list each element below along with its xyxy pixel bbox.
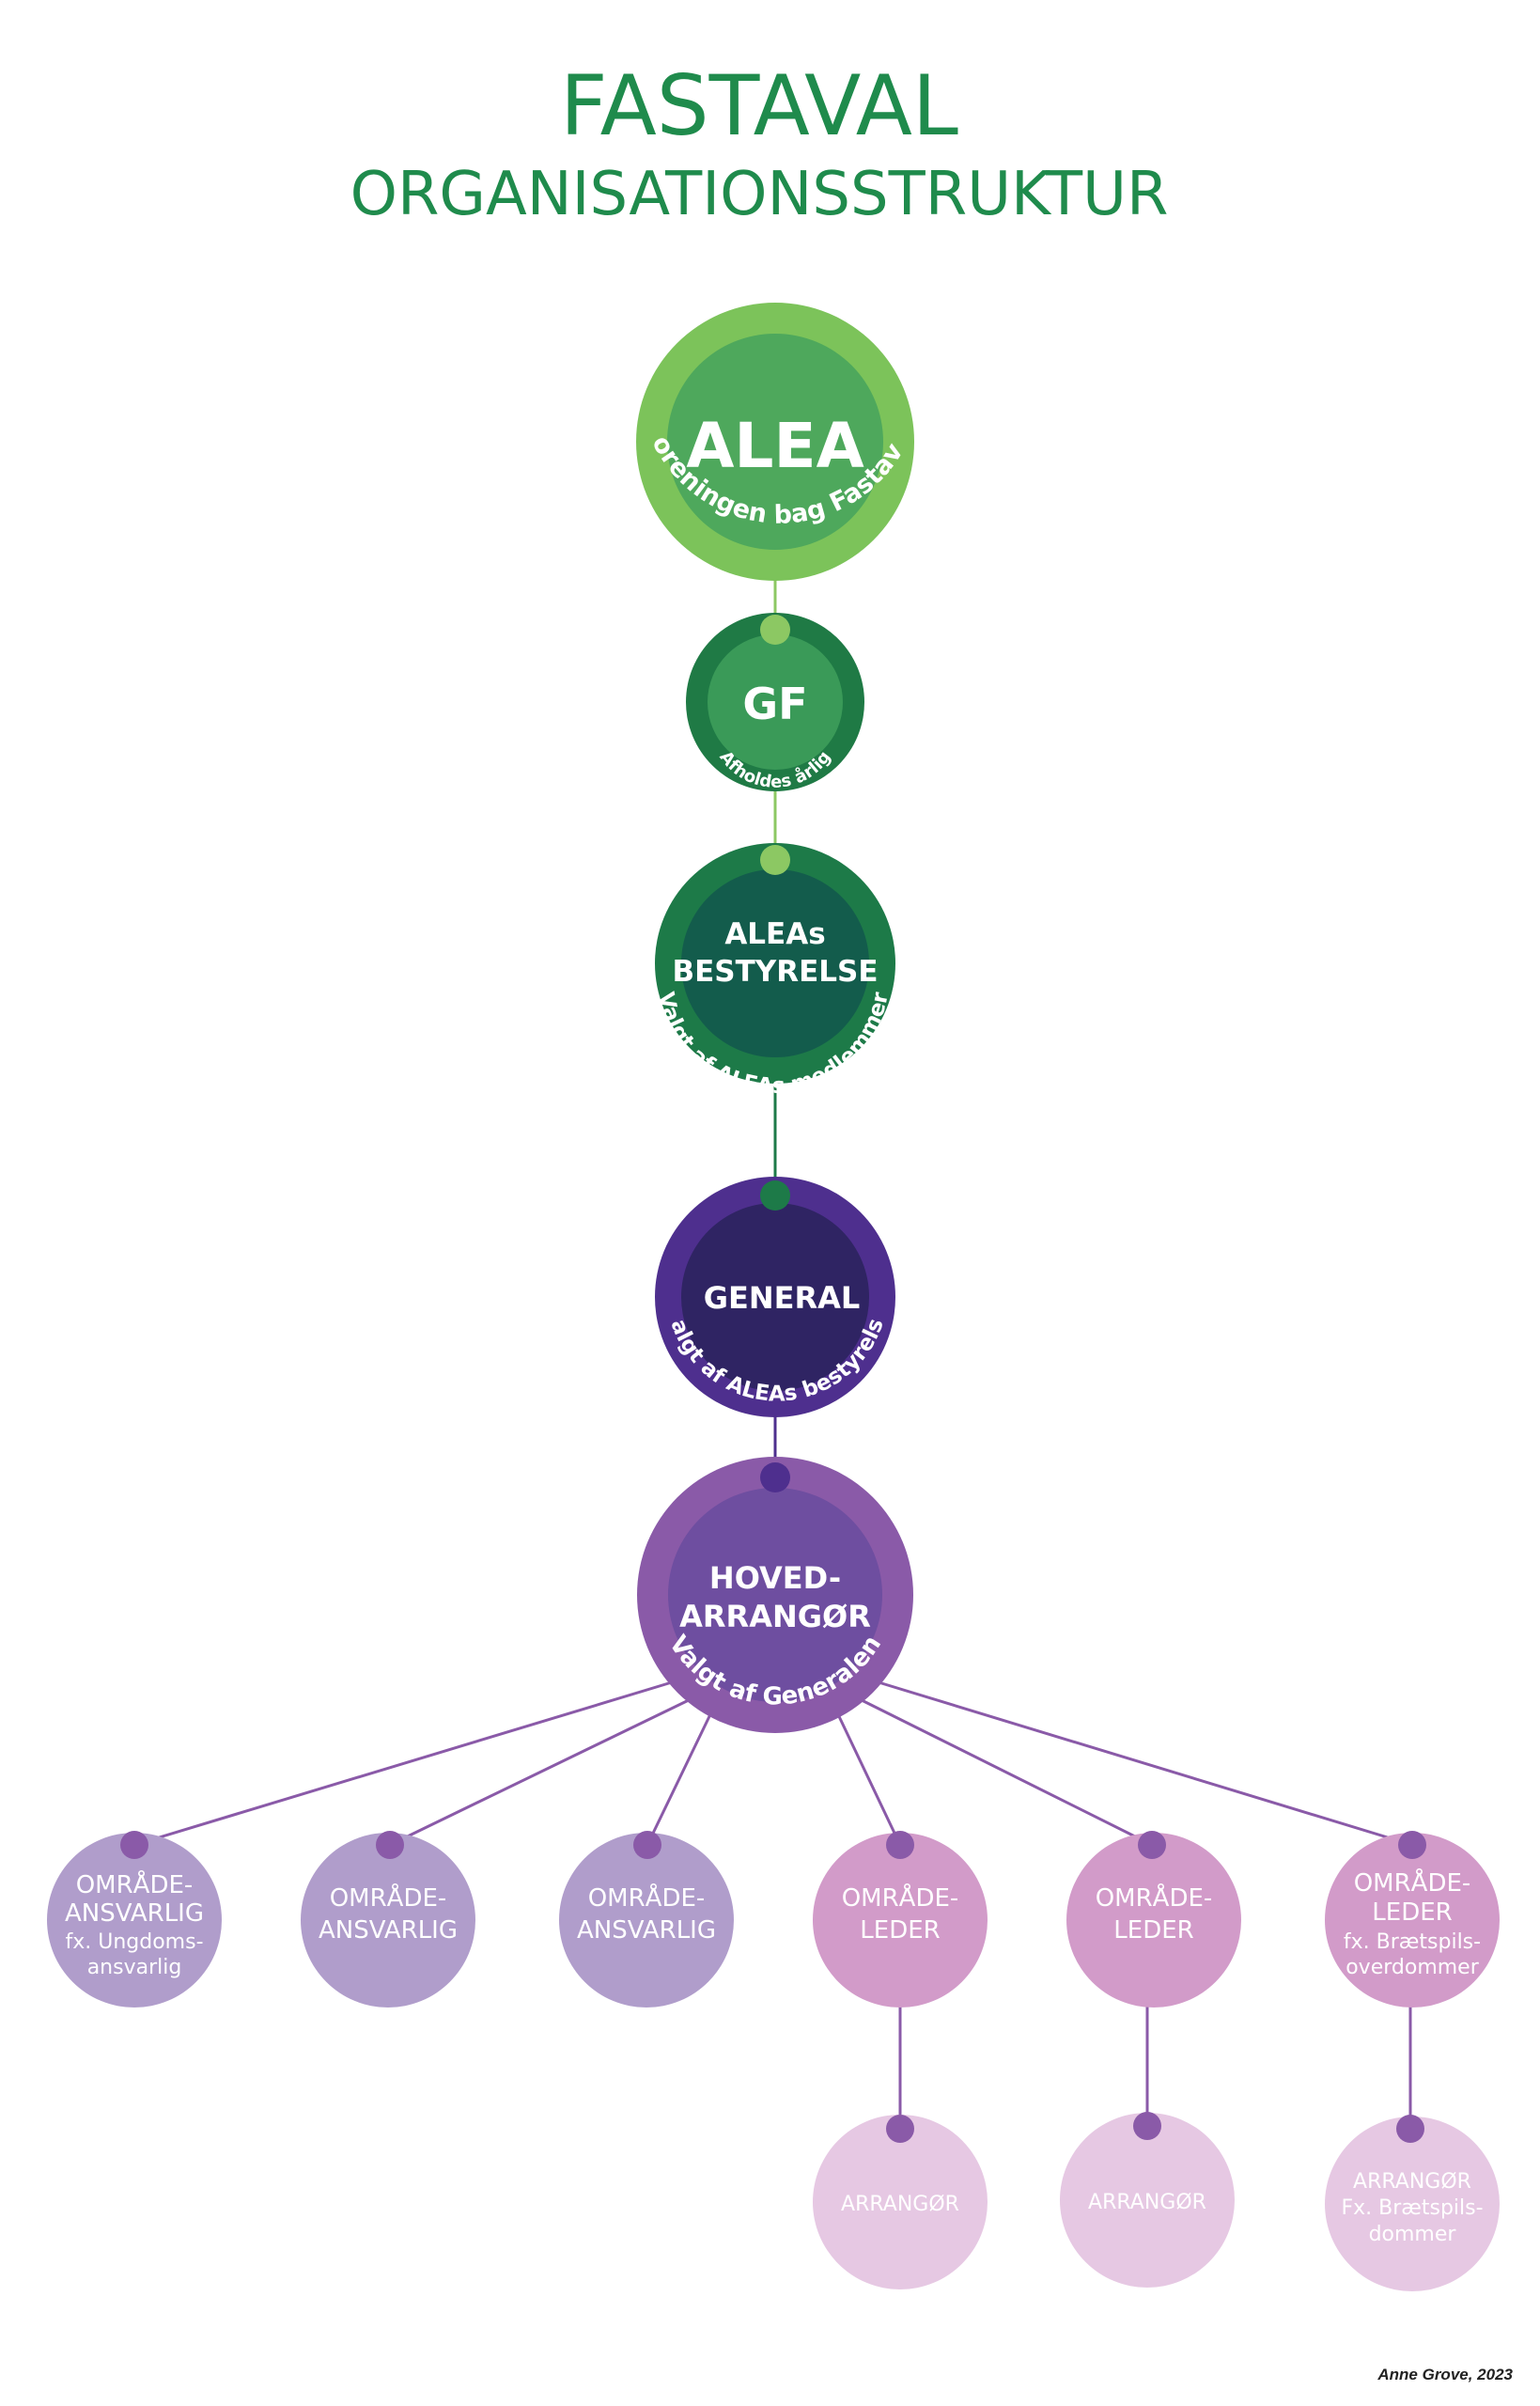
node-bestyrelse: ALEAs BESTYRELSE Valgt af ALEAs medlemme… <box>653 843 895 1099</box>
branch-title-line1: OMRÅDE- <box>588 1883 706 1913</box>
hoved-label-line2: ARRANGØR <box>679 1599 871 1634</box>
connector-dot <box>633 1831 661 1859</box>
branch-5: OMRÅDE- LEDER <box>1066 1831 1241 2008</box>
branch-3: OMRÅDE- ANSVARLIG <box>559 1831 734 2008</box>
branch-note-line2: overdommer <box>1346 1956 1479 1979</box>
leaf-circle <box>1060 2113 1235 2288</box>
branch-connector <box>878 1680 1413 1847</box>
leaf-1: ARRANGØR <box>813 2115 988 2289</box>
bestyrelse-label-line2: BESTYRELSE <box>672 955 878 989</box>
connector-dot <box>120 1831 148 1859</box>
branch-connector <box>834 1710 902 1846</box>
branch-note-line1: fx. Ungdoms- <box>65 1930 203 1954</box>
credit-text: Anne Grove, 2023 <box>1377 2366 1513 2383</box>
bestyrelse-inner-circle <box>681 869 869 1057</box>
chart-subtitle: ORGANISATIONSSTRUKTUR <box>350 160 1169 229</box>
leaf-title: ARRANGØR <box>1088 2191 1206 2214</box>
bestyrelse-label-line1: ALEAs <box>724 917 825 951</box>
connector-dot <box>760 1462 790 1492</box>
leaf-2: ARRANGØR <box>1060 2112 1235 2288</box>
branch-circle <box>1325 1833 1500 2008</box>
leaf-circle <box>813 2115 988 2289</box>
branch-4: OMRÅDE- LEDER <box>813 1831 988 2008</box>
branch-connector <box>389 1697 692 1847</box>
branch-circle <box>301 1833 475 2008</box>
connector-dot <box>886 2115 914 2143</box>
branch-note-line1: fx. Brætspils- <box>1344 1930 1481 1954</box>
branch-title-line1: OMRÅDE- <box>76 1869 194 1899</box>
branch-connector <box>133 1680 673 1847</box>
leaf-title: ARRANGØR <box>841 2193 959 2216</box>
branch-title-line1: OMRÅDE- <box>1096 1883 1213 1913</box>
gf-label: GF <box>742 679 807 729</box>
branch-circle <box>1066 1833 1241 2008</box>
connector-dot <box>1138 1831 1166 1859</box>
branch-connector <box>859 1697 1153 1847</box>
leaf-circle <box>1325 2117 1500 2291</box>
branch-title-line2: LEDER <box>860 1916 940 1945</box>
connector-dot <box>376 1831 404 1859</box>
leaf-connectors <box>898 2007 1412 2129</box>
leaf-title: ARRANGØR <box>1353 2170 1471 2194</box>
hoved-inner-circle <box>668 1488 882 1702</box>
branch-connector <box>646 1710 714 1846</box>
connector-dot <box>1133 2112 1161 2140</box>
branch-title-line1: OMRÅDE- <box>330 1883 447 1913</box>
branch-circle <box>47 1833 222 2008</box>
connector-dot <box>760 845 790 875</box>
connector-dot <box>886 1831 914 1859</box>
leaf-3: ARRANGØR Fx. Brætspils- dommer <box>1325 2115 1500 2291</box>
branch-6: OMRÅDE- LEDER fx. Brætspils- overdommer <box>1325 1831 1500 2008</box>
branch-title-line2: ANSVARLIG <box>577 1916 716 1945</box>
branch-title-line2: LEDER <box>1113 1916 1193 1945</box>
alea-label: ALEA <box>686 410 863 482</box>
branch-title-line1: OMRÅDE- <box>1354 1867 1471 1898</box>
branch-1: OMRÅDE- ANSVARLIG fx. Ungdoms- ansvarlig <box>47 1831 222 2008</box>
connector-dot <box>760 615 790 645</box>
branch-connectors <box>133 1680 1413 1847</box>
chart-title: FASTAVAL <box>560 57 958 154</box>
branch-title-line1: OMRÅDE- <box>842 1883 959 1913</box>
branch-title-line2: ANSVARLIG <box>319 1916 458 1945</box>
branch-title-line2: LEDER <box>1372 1898 1452 1927</box>
general-label: GENERAL <box>704 1280 861 1316</box>
node-gf: GF Afholdes årlig <box>686 613 864 792</box>
hoved-label-line1: HOVED- <box>709 1560 841 1596</box>
branch-title-line2: ANSVARLIG <box>65 1899 204 1928</box>
alea-inner-circle <box>667 334 883 550</box>
branch-circle <box>559 1833 734 2008</box>
connector-dot <box>1396 2115 1424 2143</box>
connector-dot <box>760 1180 790 1211</box>
gf-inner-circle <box>708 634 843 770</box>
leaf-note-line1: Fx. Brætspils- <box>1341 2196 1483 2220</box>
general-inner-circle <box>681 1203 869 1391</box>
leaf-note-line2: dommer <box>1369 2223 1457 2246</box>
branch-2: OMRÅDE- ANSVARLIG <box>301 1831 475 2008</box>
node-hovedarrangor: HOVED- ARRANGØR Valgt af Generalen <box>637 1457 913 1733</box>
connector-dot <box>1398 1831 1426 1859</box>
branch-note-line2: ansvarlig <box>87 1956 182 1979</box>
branch-circle <box>813 1833 988 2008</box>
